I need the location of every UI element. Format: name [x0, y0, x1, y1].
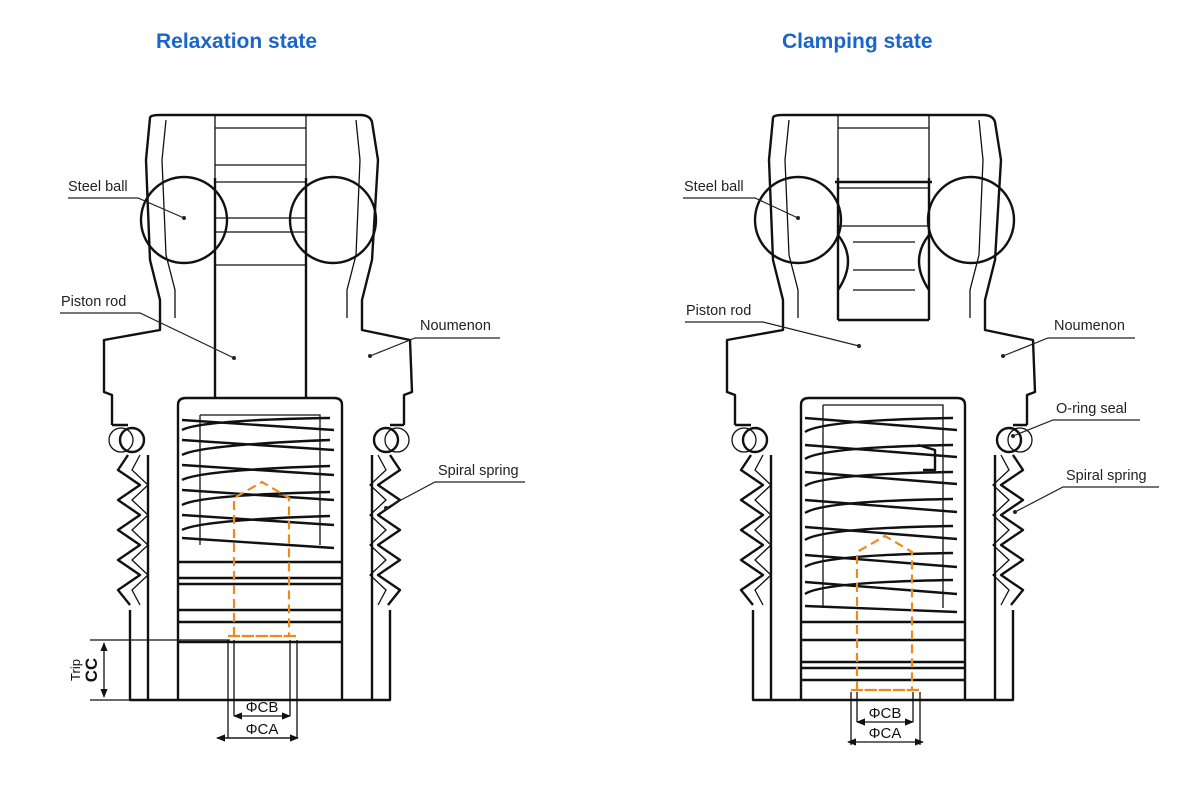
clamping-state-drawing: ΦCB ΦCA Steel ball Piston rod Noumenon O… — [683, 113, 1159, 746]
spiral-spring-left — [181, 414, 335, 550]
dim-trip: Trip — [68, 659, 83, 681]
steel-ball-right-a — [753, 175, 843, 265]
steel-ball-left-b — [288, 175, 378, 265]
dim-phi-cb-right: ΦCB — [869, 705, 902, 722]
label-noumenon-right: Noumenon — [1054, 318, 1125, 334]
title-clamping-state: Clamping state — [782, 30, 933, 53]
label-noumenon-left: Noumenon — [420, 318, 491, 334]
label-piston-rod-right: Piston rod — [686, 303, 751, 319]
steel-ball-right-b — [926, 175, 1016, 265]
label-piston-rod-left: Piston rod — [61, 294, 126, 310]
dim-phi-ca-left: ΦCA — [246, 721, 279, 738]
dashed-profile-left — [228, 480, 296, 638]
dimensions-left: ΦCB ΦCA Trip CC — [68, 639, 299, 742]
label-steel-ball-left: Steel ball — [68, 179, 128, 195]
dim-phi-ca-right: ΦCA — [869, 725, 902, 742]
label-spiral-spring-right: Spiral spring — [1066, 468, 1147, 484]
title-relaxation-state: Relaxation state — [156, 30, 318, 53]
noumenon-body-right — [725, 113, 1037, 702]
steel-ball-left-a — [139, 175, 229, 265]
spiral-spring-right — [804, 404, 958, 614]
relaxation-state-drawing: ΦCB ΦCA Trip CC Steel ball Piston rod No… — [60, 113, 525, 742]
piston-rod-left — [213, 178, 308, 398]
dim-cc: CC — [82, 658, 101, 683]
label-spiral-spring-left: Spiral spring — [438, 463, 519, 479]
label-oring-seal: O-ring seal — [1056, 401, 1127, 417]
piston-rod-right — [836, 178, 931, 320]
dimensions-right: ΦCB ΦCA — [847, 692, 924, 746]
label-steel-ball-right: Steel ball — [684, 179, 744, 195]
dashed-profile-right — [851, 534, 919, 692]
dim-phi-cb-left: ΦCB — [246, 699, 279, 716]
